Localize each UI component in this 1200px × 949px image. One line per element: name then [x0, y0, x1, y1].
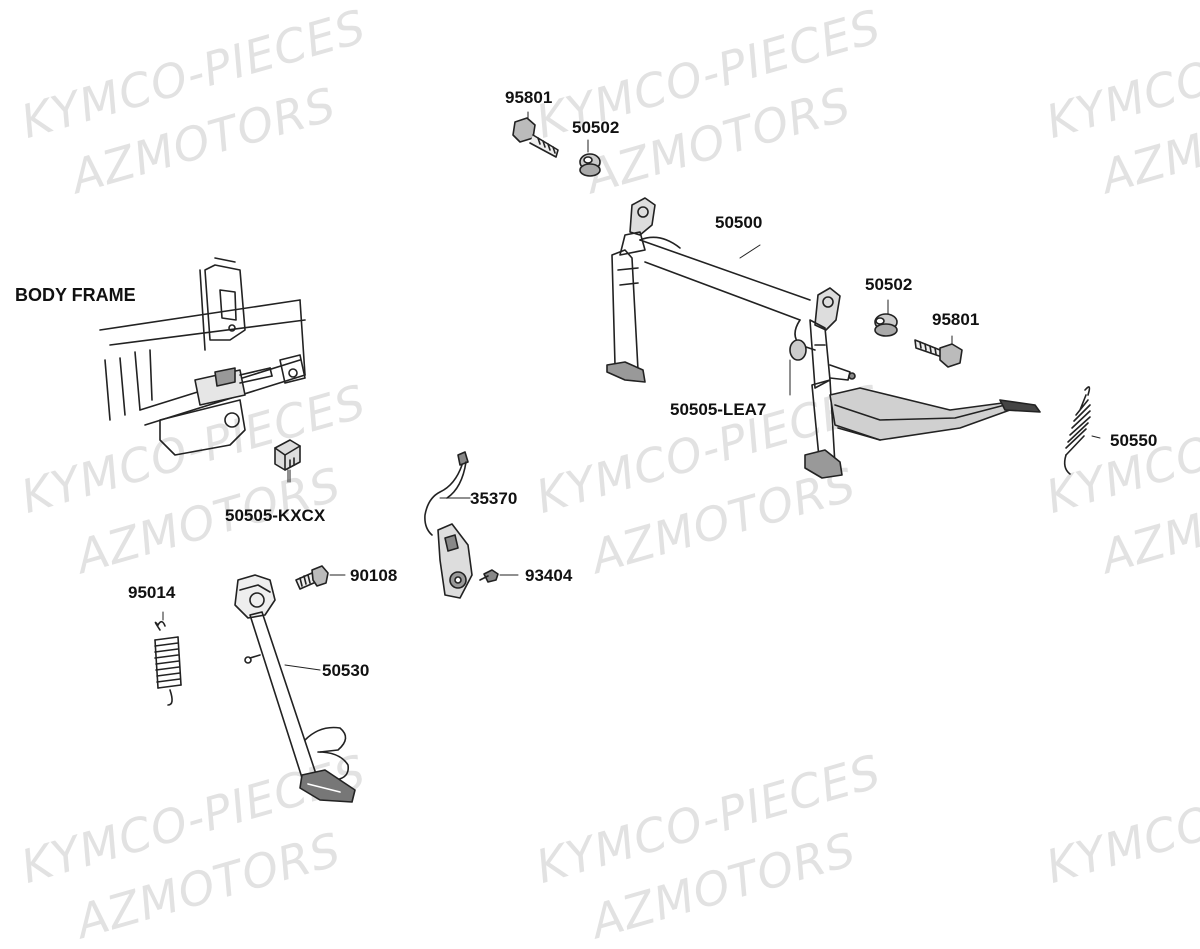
spring-95014-drawing: [154, 611, 182, 706]
label-95801-right: 95801: [932, 310, 980, 329]
label-90108: 90108: [350, 566, 398, 585]
switch-35370-drawing: [424, 451, 473, 599]
label-50530: 50530: [322, 661, 370, 680]
main-stand-drawing: [606, 197, 1041, 479]
spring-50550-drawing: [1063, 386, 1101, 475]
label-93404: 93404: [525, 566, 573, 585]
label-95014: 95014: [128, 583, 176, 602]
label-50500: 50500: [715, 213, 763, 232]
bolt-95801-top-drawing: [512, 111, 559, 158]
side-stand-drawing: [234, 574, 356, 803]
leader-lines: [289, 244, 791, 499]
bolt-90108-drawing: [295, 565, 346, 590]
rubber-block-drawing: [274, 439, 301, 483]
screw-93404-drawing: [479, 569, 519, 583]
label-50502-top: 50502: [572, 118, 620, 137]
label-50550: 50550: [1110, 431, 1158, 450]
bolt-95801-right-drawing: [914, 335, 963, 368]
label-95801-top: 95801: [505, 88, 553, 107]
label-35370: 35370: [470, 489, 518, 508]
body-frame-drawing: [99, 257, 306, 456]
label-50502-right: 50502: [865, 275, 913, 294]
label-body-frame: BODY FRAME: [15, 285, 136, 305]
collar-50502-right-drawing: [874, 299, 898, 337]
parts-diagram: KYMCO-PIECES AZMOTORS KYMCO-PIECES AZMOT…: [15, 0, 1200, 949]
parts-drawing: [99, 111, 1101, 803]
label-50505-kxcx: 50505-KXCX: [225, 506, 326, 525]
collar-50502-top-drawing: [579, 139, 601, 177]
label-50505-lea7: 50505-LEA7: [670, 400, 767, 419]
